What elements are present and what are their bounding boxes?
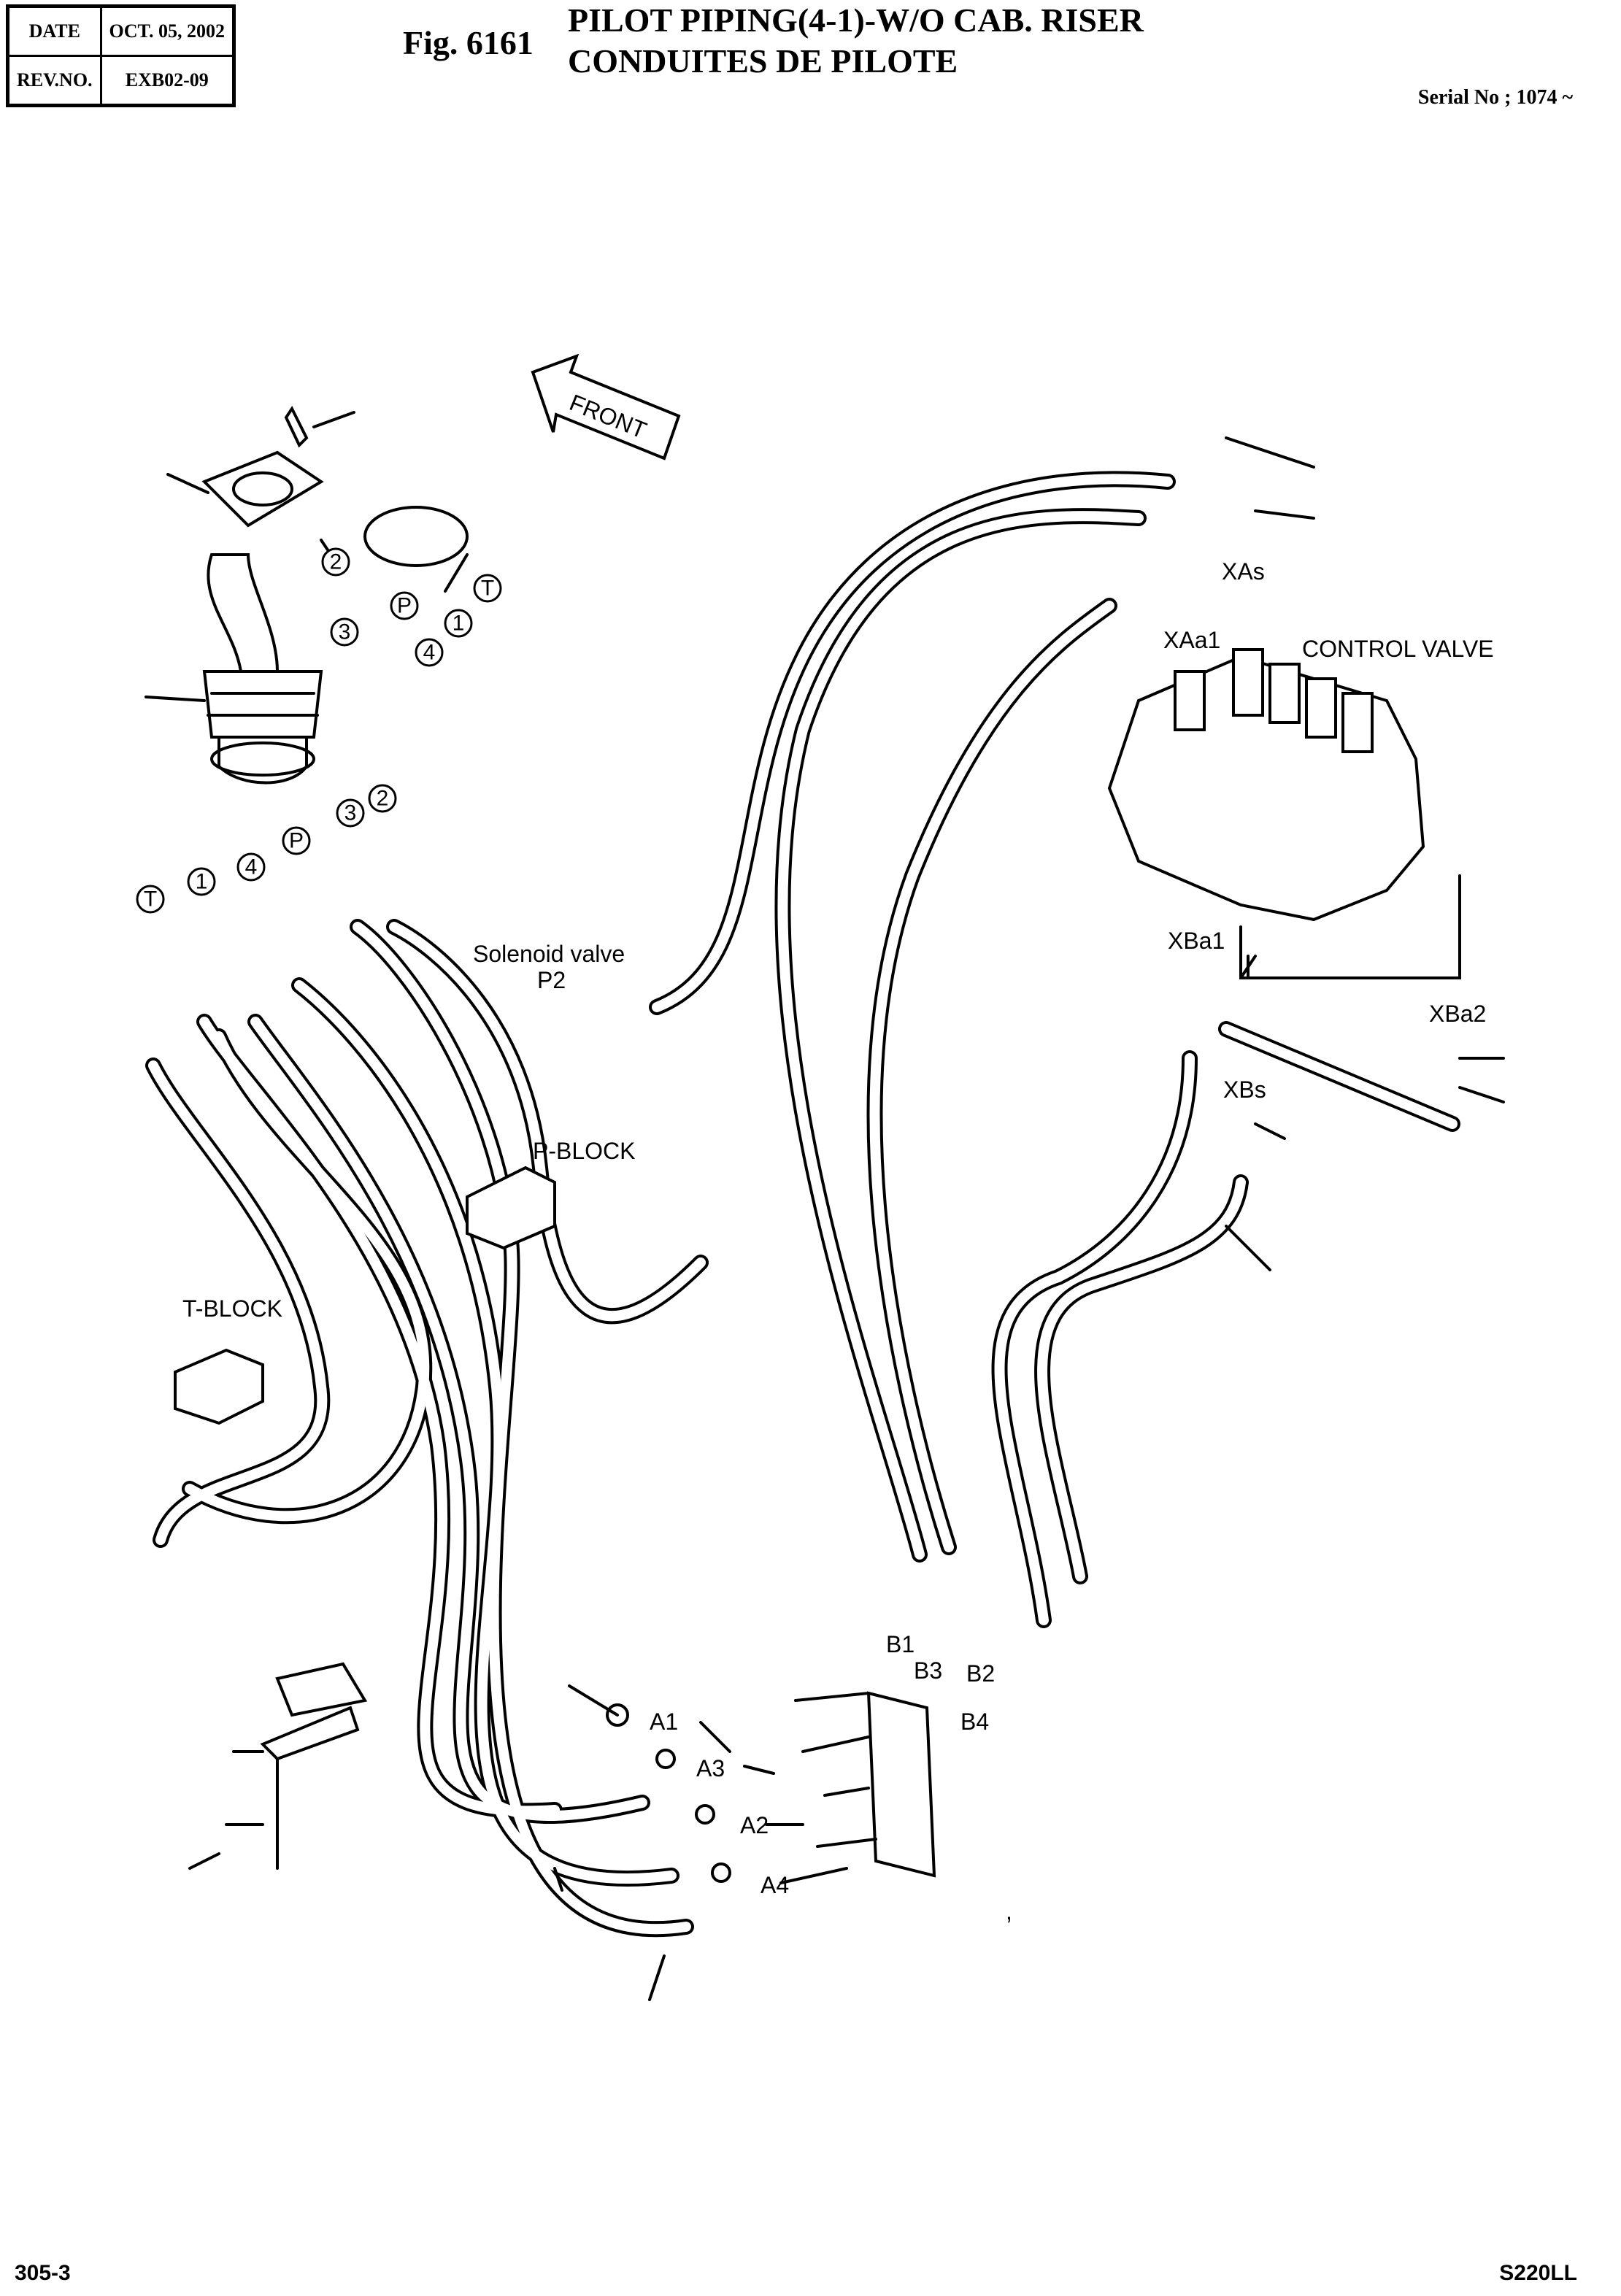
port-plate-icon (363, 506, 469, 567)
page-title: PILOT PIPING(4-1)-W/O CAB. RISER CONDUIT… (568, 0, 1144, 82)
port-circle-2: 2 (330, 550, 342, 574)
gasket-plate-icon (201, 450, 324, 528)
port-circle-1: 1 (453, 612, 465, 636)
port-circle-3: 3 (339, 620, 351, 644)
port-circle-p: P (289, 829, 304, 853)
port-circle-1: 1 (196, 870, 208, 894)
front-arrow-icon (531, 353, 681, 461)
title-line-1: PILOT PIPING(4-1)-W/O CAB. RISER (568, 1, 1144, 39)
rev-label: REV.NO. (7, 55, 102, 107)
rev-value: EXB02-09 (99, 55, 235, 107)
date-value: OCT. 05, 2002 (99, 5, 235, 57)
port-circle-4: 4 (245, 855, 258, 879)
p-block-icon (466, 1166, 556, 1250)
b2-label: B2 (966, 1660, 995, 1687)
p-block-label: P-BLOCK (533, 1138, 635, 1164)
date-label: DATE (7, 5, 102, 57)
joystick-icon (202, 553, 323, 785)
port-circle-2: 2 (377, 787, 389, 811)
xba2-label: XBa2 (1429, 1001, 1486, 1027)
p2-label: P2 (537, 967, 566, 993)
bracket-icon (866, 1691, 936, 1878)
a2-label: A2 (740, 1812, 769, 1838)
port-circle-3: 3 (344, 801, 357, 825)
a3-label: A3 (696, 1755, 725, 1781)
page-number: 305-3 (15, 2261, 71, 2285)
solenoid-valve-label: Solenoid valve (473, 941, 625, 967)
a1-label: A1 (650, 1708, 678, 1735)
port-circle-4: 4 (423, 641, 436, 665)
xba1-label: XBa1 (1168, 928, 1225, 954)
control-valve-icon (1107, 648, 1461, 979)
t-block-icon (174, 1348, 264, 1425)
a4-label: A4 (761, 1872, 789, 1898)
b4-label: B4 (960, 1708, 989, 1735)
figure-number: Fig. 6161 (403, 24, 534, 61)
b3-label: B3 (914, 1657, 942, 1684)
control-valve-label: CONTROL VALVE (1302, 636, 1494, 662)
xas-label: XAs (1222, 558, 1265, 585)
serial-number: Serial No ; 1074 ~ (1417, 86, 1573, 109)
b1-label: B1 (886, 1631, 915, 1657)
port-circle-p: P (397, 594, 412, 618)
xaa1-label: XAa1 (1163, 627, 1220, 653)
model-number: S220LL (1499, 2261, 1577, 2285)
title-line-2: CONDUITES DE PILOTE (568, 42, 958, 80)
port-circle-t: T (144, 887, 157, 912)
xbs-label: XBs (1223, 1076, 1266, 1103)
clamp-icon (275, 1662, 368, 1717)
stray-comma: , (1006, 1898, 1012, 1925)
t-block-label: T-BLOCK (182, 1295, 282, 1322)
port-circle-t: T (481, 577, 494, 601)
